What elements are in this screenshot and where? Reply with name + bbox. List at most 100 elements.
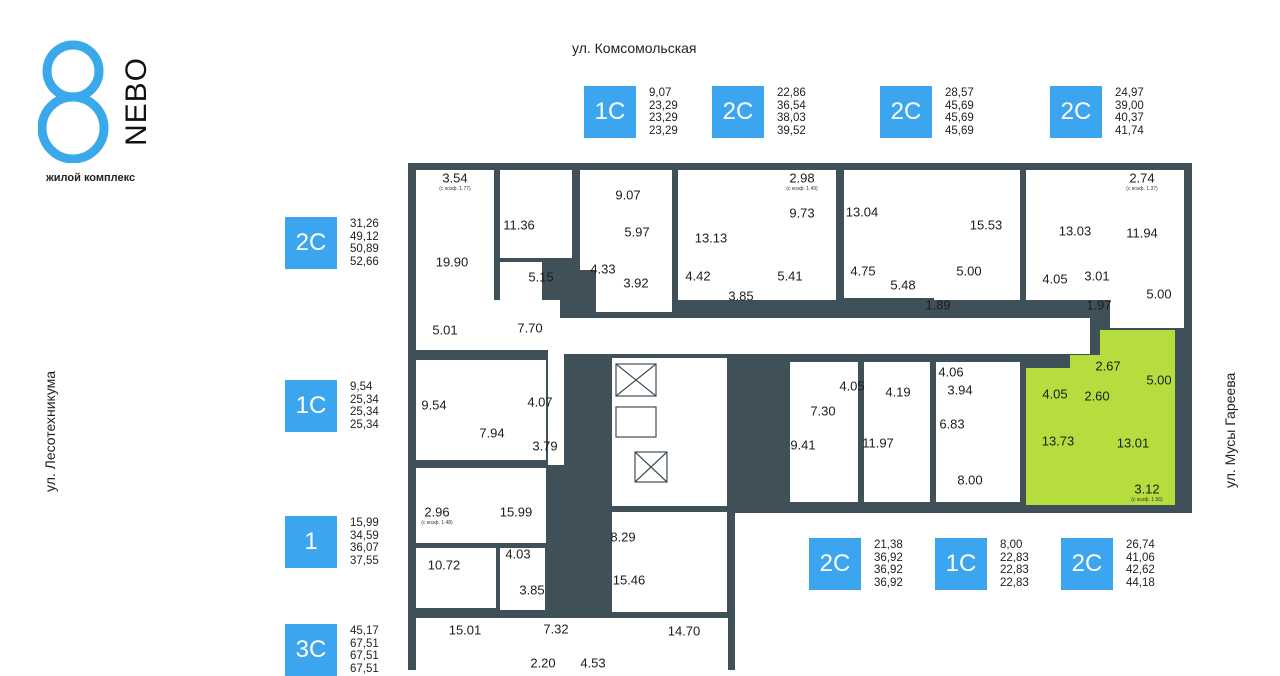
balcony-coefficient-note: (с коэф. 1.37) bbox=[1126, 186, 1158, 192]
room-area-label: 3.85 bbox=[728, 288, 754, 304]
apartment-area-value: 9,07 bbox=[649, 87, 672, 99]
room-area-label: 3.92 bbox=[623, 275, 649, 291]
room-area-label: 6.83 bbox=[939, 416, 965, 432]
apartment-type-badge[interactable]: 2С bbox=[712, 86, 764, 138]
room-area-label: 2.96 bbox=[424, 504, 450, 520]
room-area-label: 4.42 bbox=[685, 268, 711, 284]
apartment-area-value: 50,89 bbox=[350, 243, 379, 255]
room-area-label: 5.15 bbox=[528, 269, 554, 285]
apartment-area-value: 22,83 bbox=[1000, 564, 1029, 576]
apartment-type-badge[interactable]: 2С bbox=[880, 86, 932, 138]
room-area-label: 3.12 bbox=[1134, 481, 1160, 497]
highlighted-apartment bbox=[1026, 330, 1175, 505]
apartment-area-value: 9,54 bbox=[350, 381, 373, 393]
apartment-type-badge[interactable]: 1С bbox=[935, 538, 987, 590]
apartment-area-value: 22,83 bbox=[1000, 576, 1029, 589]
apartment-type-badge[interactable]: 3С bbox=[285, 624, 337, 676]
apartment-area-value: 23,29 bbox=[649, 124, 678, 137]
street-top: ул. Комсомольская bbox=[572, 40, 697, 56]
room-area-label: 5.00 bbox=[956, 263, 982, 279]
apartment-type-badge[interactable]: 1С bbox=[285, 380, 337, 432]
apartment-area-value: 37,55 bbox=[350, 554, 379, 567]
room-area-label: 9.41 bbox=[790, 437, 816, 453]
balcony-coefficient-note: (с коэф. 1.48) bbox=[421, 520, 453, 526]
room-area-label: 2.98 bbox=[789, 170, 815, 186]
apartment-type-badge[interactable]: 2С bbox=[1061, 538, 1113, 590]
room-area-label: 4.19 bbox=[885, 384, 911, 400]
apartment-area-value: 25,34 bbox=[350, 418, 379, 431]
apartment-area-value: 22,83 bbox=[1000, 551, 1029, 564]
apartment-area-value: 45,69 bbox=[945, 112, 974, 124]
apartment-area-value: 52,66 bbox=[350, 255, 379, 268]
room-area-label: 4.07 bbox=[527, 394, 553, 410]
room-area-label: 19.90 bbox=[435, 254, 469, 270]
apartment-type-badge[interactable]: 1С bbox=[584, 86, 636, 138]
room-area-label: 4.53 bbox=[580, 655, 606, 671]
room-area-label: 11.94 bbox=[1126, 225, 1158, 241]
apartment-area-value: 28,57 bbox=[945, 87, 974, 99]
apartment-area-value: 26,74 bbox=[1126, 539, 1155, 551]
room-area-label: 9.54 bbox=[421, 397, 447, 413]
apartment-area-value: 39,00 bbox=[1115, 99, 1144, 112]
room-area-label: 5.00 bbox=[1146, 286, 1172, 302]
apartment-area-value: 67,51 bbox=[350, 662, 379, 675]
room-area-label: 3.54 bbox=[442, 170, 468, 186]
room-area-label: 3.85 bbox=[519, 582, 545, 598]
apartment-area-value: 25,34 bbox=[350, 393, 379, 406]
room-area-label: 5.00 bbox=[1146, 372, 1172, 388]
apartment-area-value: 41,74 bbox=[1115, 124, 1144, 137]
room-area-label: 11.36 bbox=[503, 217, 535, 233]
room-area-label: 1.89 bbox=[925, 297, 951, 313]
room-area-label: 5.01 bbox=[432, 322, 458, 338]
logo: NEBO жилой комплекс bbox=[38, 38, 158, 188]
room-area-label: 4.06 bbox=[938, 364, 964, 380]
room-area-label: 5.97 bbox=[624, 224, 650, 240]
apartment-area-value: 45,69 bbox=[945, 124, 974, 137]
room-area-label: 11.97 bbox=[862, 435, 894, 451]
room-area-label: 7.32 bbox=[543, 621, 569, 637]
apartment-type-badge[interactable]: 2С bbox=[809, 538, 861, 590]
room-area-label: 2.60 bbox=[1084, 388, 1110, 404]
room-area-label: 9.07 bbox=[615, 187, 641, 203]
apartment-area-value: 36,54 bbox=[777, 99, 806, 112]
room-area-label: 4.05 bbox=[839, 378, 865, 394]
apartment-type-badge[interactable]: 1 bbox=[285, 516, 337, 568]
room-area-label: 14.70 bbox=[667, 623, 701, 639]
room-area-label: 13.73 bbox=[1041, 433, 1075, 449]
logo-eight-icon bbox=[38, 40, 109, 163]
apartment-type-badge[interactable]: 2С bbox=[285, 217, 337, 269]
apartment-area-value: 25,34 bbox=[350, 406, 379, 418]
apartment-area-value: 49,12 bbox=[350, 230, 379, 243]
room-area-label: 7.70 bbox=[517, 320, 543, 336]
logo-subtitle: жилой комплекс bbox=[46, 172, 136, 184]
room-area-label: 3.01 bbox=[1084, 268, 1110, 284]
apartment-type-badge[interactable]: 2С bbox=[1050, 86, 1102, 138]
room-area-label: 4.05 bbox=[1042, 271, 1068, 287]
room-area-label: 10.72 bbox=[427, 557, 461, 573]
balcony-coefficient-note: (с коэф. 1.56) bbox=[1131, 497, 1163, 503]
room-area-label: 3.79 bbox=[532, 438, 558, 454]
room-area-label: 2.74 bbox=[1129, 170, 1155, 186]
apartment-area-value: 31,26 bbox=[350, 218, 379, 230]
apartment-area-value: 38,03 bbox=[777, 112, 806, 124]
room-area-label: 8.29 bbox=[610, 529, 636, 545]
room-area-label: 4.05 bbox=[1042, 386, 1068, 402]
apartment-area-value: 36,07 bbox=[350, 542, 379, 554]
room-area-label: 13.04 bbox=[845, 204, 879, 220]
stairs bbox=[730, 419, 765, 461]
apartment-area-value: 67,51 bbox=[350, 637, 379, 650]
room-area-label: 15.53 bbox=[969, 217, 1003, 233]
apartment-area-value: 15,99 bbox=[350, 517, 379, 529]
apartment-area-value: 67,51 bbox=[350, 650, 379, 662]
room-area-label: 15.01 bbox=[448, 622, 482, 638]
room-area-label: 3.94 bbox=[947, 382, 973, 398]
apartment-area-value: 24,97 bbox=[1115, 87, 1144, 99]
apartment-area-value: 21,38 bbox=[874, 539, 903, 551]
room-area-label: 5.41 bbox=[777, 268, 803, 284]
